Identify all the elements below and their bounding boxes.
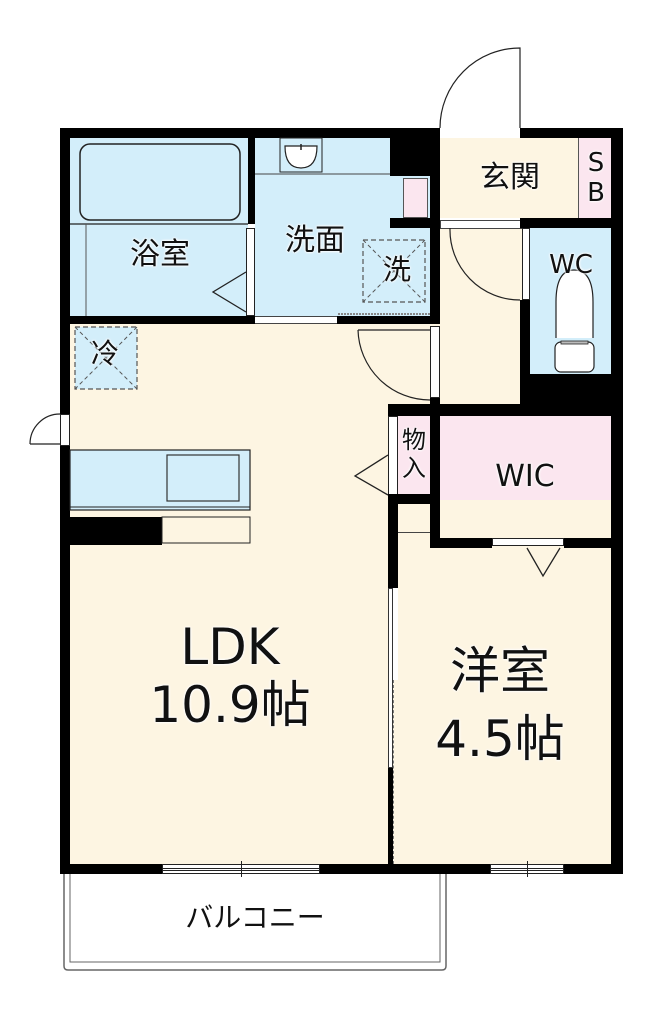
balcony-label: バルコニー xyxy=(185,901,325,934)
wic-door[interactable] xyxy=(492,538,564,546)
western-label: 洋室 xyxy=(450,642,550,700)
western-room xyxy=(398,500,611,864)
storage-shelf-line xyxy=(398,532,430,533)
washroom-label: 洗面 xyxy=(285,223,345,258)
bath-label: 浴室 xyxy=(130,237,190,272)
storage-closet xyxy=(398,414,430,494)
wall xyxy=(60,864,623,874)
entrance-label: 玄関 xyxy=(480,160,540,195)
wall xyxy=(390,218,440,228)
wall xyxy=(60,316,255,324)
storage-label-2: 入 xyxy=(402,454,426,482)
wall xyxy=(430,538,492,548)
wall xyxy=(388,404,623,416)
entrance-hall xyxy=(440,138,580,218)
bath-door[interactable] xyxy=(246,228,255,316)
toilet-door[interactable] xyxy=(522,228,530,300)
wall xyxy=(337,316,440,324)
ldk-room xyxy=(70,322,390,864)
wall xyxy=(564,538,623,548)
fridge-label: 冷 xyxy=(90,337,119,370)
wall xyxy=(60,128,440,138)
ldk-label: LDK xyxy=(180,618,280,676)
ldk-size-label: 10.9帖 xyxy=(149,676,311,734)
washer-label: 洗 xyxy=(382,253,411,286)
wall xyxy=(388,504,398,588)
western-window[interactable] xyxy=(490,861,564,877)
wic-label: WIC xyxy=(495,459,555,494)
western-size-label: 4.5帖 xyxy=(435,710,565,768)
side-door-opening[interactable] xyxy=(60,414,70,446)
wall xyxy=(248,138,255,224)
washroom-cabinet xyxy=(403,178,428,218)
wall xyxy=(520,300,530,414)
wall xyxy=(520,218,623,228)
toilet-label: WC xyxy=(549,250,593,280)
hallway xyxy=(440,228,522,406)
sliding-door-track xyxy=(393,680,398,864)
wall xyxy=(430,404,440,548)
wall xyxy=(611,128,623,870)
wall xyxy=(60,128,70,420)
shoe-box xyxy=(578,138,611,218)
sliding-door[interactable] xyxy=(388,588,393,768)
shoebox-label-b: B xyxy=(587,178,605,208)
ldk-hall-door[interactable] xyxy=(430,326,440,398)
wall xyxy=(520,128,623,138)
wall xyxy=(60,446,70,870)
wall xyxy=(430,128,440,324)
wall xyxy=(388,768,393,864)
shoebox-label-s: S xyxy=(587,148,605,178)
ldk-window[interactable] xyxy=(162,861,320,877)
washroom-doorway[interactable] xyxy=(255,316,337,324)
wall xyxy=(388,494,430,504)
storage-label-1: 物 xyxy=(402,426,426,454)
